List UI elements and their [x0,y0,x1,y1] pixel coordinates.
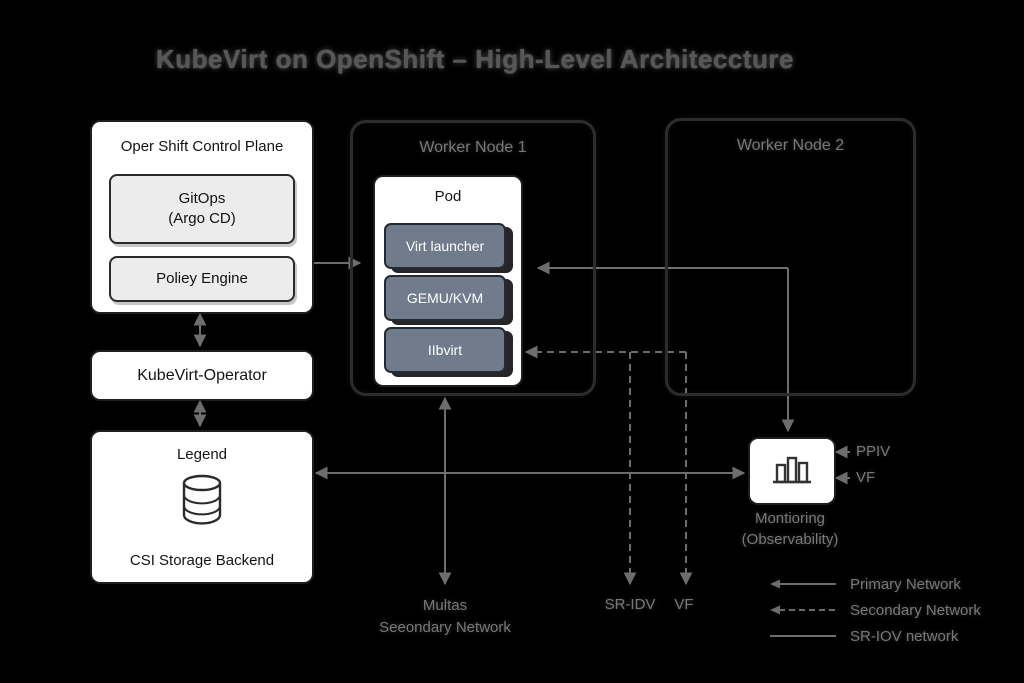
network-legend: Primary Network Secondary Network SR-IOV… [768,571,1008,649]
pod-title: Pod [434,188,462,205]
csi-storage-label: CSI Storage Backend [129,552,275,569]
solid-line-icon [770,635,836,637]
libvirt-label: IIbvirt [427,342,463,358]
storage-box-title: Legend [176,446,228,463]
page-title: KubeVirt on OpenShift – High-Level Archi… [156,44,794,74]
monitoring-label: Montioring (Observability) [700,508,880,550]
worker-node-1-title: Worker Node 1 [419,139,527,156]
legend-label-primary: Primary Network [850,575,961,593]
solid-arrow-line-icon [770,579,836,589]
dashed-arrow-line-icon [770,605,836,615]
virt-launcher-label: Virt launcher [405,238,485,254]
multus-label-line2: Seeondary Network [379,618,511,636]
policy-engine-label: Poliey Engine [156,269,248,287]
qemu-kvm-label: GEMU/KVM [406,290,484,306]
legend-item-primary: Primary Network [768,571,1008,597]
legend-item-sriov: SR-IOV network [768,623,1008,649]
worker-node-2-box: Worker Node 2 [665,118,916,396]
policy-engine-box: Poliey Engine [109,256,295,302]
multus-label-line1: Multas [422,597,468,614]
gitops-label-line1: GitOps [178,189,226,207]
control-plane-box: Oper Shift Control Plane GitOps (Argo CD… [90,120,314,314]
vf-bottom-label: VF [674,596,694,613]
kubevirt-operator-label: KubeVirt-Operator [137,366,267,384]
worker-node-2-title: Worker Node 2 [736,137,845,154]
monitoring-label-line1: Montioring [754,510,826,527]
legend-label-sriov: SR-IOV network [850,627,959,645]
database-cylinder-icon [180,474,224,533]
multus-network-label: Multas Seeondary Network [335,595,555,639]
sriov-bottom-label: SR-IDV [604,596,656,613]
virt-launcher-box: Virt launcher [384,223,506,269]
legend-label-secondary: Secondary Network [850,601,981,619]
port-label-vf: VF [856,469,876,486]
port-label-ppiv: PPIV [856,443,891,460]
bar-chart-icon [769,451,815,492]
monitoring-box [748,437,836,505]
pod-box: Pod Virt launcher GEMU/KVM IIbvirt [373,175,523,387]
worker-node-1-box: Worker Node 1 Pod Virt launcher GEMU/KVM… [350,120,596,396]
gitops-box: GitOps (Argo CD) [109,174,295,244]
gitops-label-line2: (Argo CD) [168,210,236,227]
legend-item-secondary: Secondary Network [768,597,1008,623]
storage-box: Legend CSI Storage Backend [90,430,314,584]
kubevirt-operator-box: KubeVirt-Operator [90,350,314,401]
control-plane-title: Oper Shift Control Plane [120,138,284,155]
qemu-kvm-box: GEMU/KVM [384,275,506,321]
libvirt-box: IIbvirt [384,327,506,373]
monitoring-label-line2: (Observability) [741,531,839,548]
